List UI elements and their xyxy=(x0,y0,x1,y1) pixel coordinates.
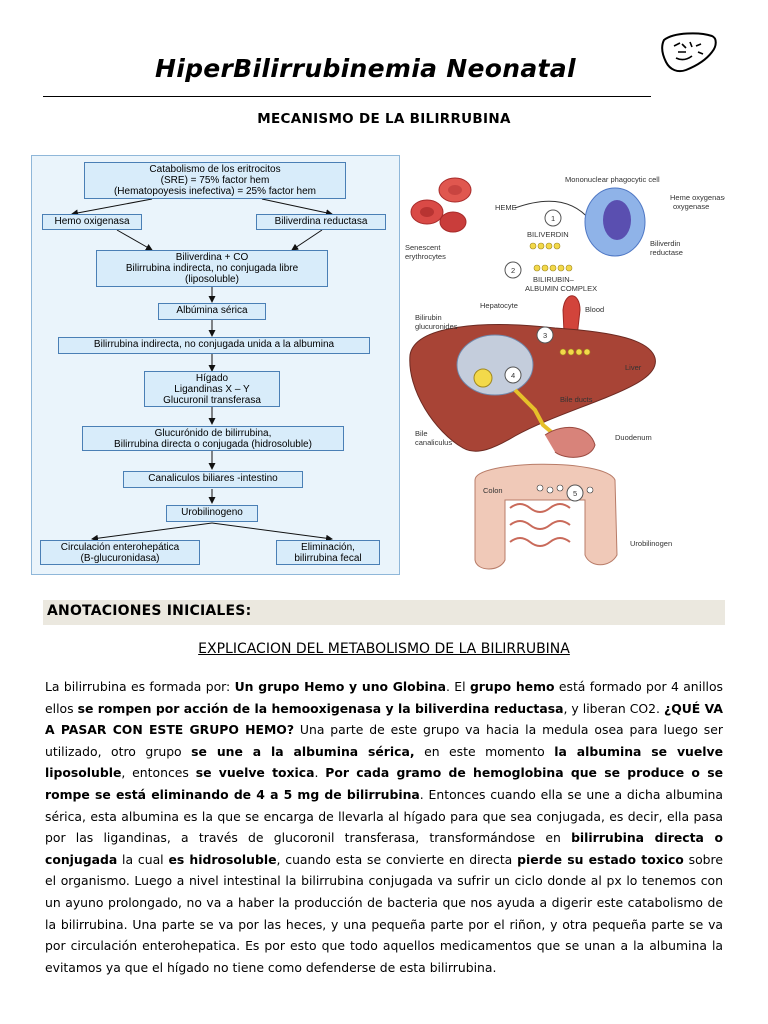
label-bilirubin-glucuronides-2: glucuronides xyxy=(415,322,458,331)
flow-box-urobilinogen: Urobilinogeno xyxy=(166,505,258,522)
flow-text: Bilirrubina directa o conjugada (hidroso… xyxy=(85,439,341,450)
flow-text: Ligandinas X – Y xyxy=(147,384,277,395)
label-senescent: Senescent xyxy=(405,243,441,252)
title-underline xyxy=(43,96,651,97)
bold-run: se une a la albumina sérica, xyxy=(191,744,414,759)
label-blood: Blood xyxy=(585,305,604,314)
label-complex: BILIRUBIN– xyxy=(533,275,575,284)
flow-text: (Hematopoyesis inefectiva) = 25% factor … xyxy=(87,186,343,197)
flow-box-enterohepatic: Circulación enterohepática (B-glucuronid… xyxy=(40,540,200,565)
label-hepatocyte: Hepatocyte xyxy=(480,301,518,310)
bilirubin-flowchart: Catabolismo de los eritrocitos (SRE) = 7… xyxy=(31,155,400,575)
text-run: . xyxy=(314,765,325,780)
flow-box-serum-albumin: Albúmina sérica xyxy=(158,303,266,320)
section-heading: EXPLICACION DEL METABOLISMO DE LA BILIRR… xyxy=(0,641,768,657)
label-complex-2: ALBUMIN COMPLEX xyxy=(525,284,597,293)
flow-text: Biliverdina reductasa xyxy=(259,216,383,227)
flow-box-biliverdin-co: Biliverdina + CO Bilirrubina indirecta, … xyxy=(96,250,328,287)
flow-box-glucuronide: Glucurónido de bilirrubina, Bilirrubina … xyxy=(82,426,344,451)
label-erythrocytes: erythrocytes xyxy=(405,252,446,261)
flow-box-biliverdin-reductase: Biliverdina reductasa xyxy=(256,214,386,230)
bold-run: es hidrosoluble xyxy=(168,852,276,867)
flow-box-bound-bilirubin: Bilirrubina indirecta, no conjugada unid… xyxy=(58,337,370,354)
bold-run: Un grupo Hemo y uno Globina xyxy=(235,679,446,694)
flow-text: Glucurónido de bilirrubina, xyxy=(85,428,341,439)
flow-text: Biliverdina + CO xyxy=(99,252,325,263)
label-duodenum: Duodenum xyxy=(615,433,652,442)
text-run: , entonces xyxy=(121,765,195,780)
diagram-heading: MECANISMO DE LA BILIRRUBINA xyxy=(0,111,768,127)
flow-text: Circulación enterohepática xyxy=(43,542,197,553)
step-3: 3 xyxy=(543,331,547,340)
flow-box-elimination: Eliminación, bilirrubina fecal xyxy=(276,540,380,565)
label-heme: HEME xyxy=(495,203,517,212)
bilirubin-pathway-illustration: Senescent erythrocytes HEME 1 BILIVERDIN… xyxy=(405,160,725,572)
flow-text: Urobilinogeno xyxy=(169,507,255,518)
annotations-banner: ANOTACIONES INICIALES: xyxy=(43,600,725,625)
flow-text: Catabolismo de los eritrocitos xyxy=(87,164,343,175)
flow-text: Hígado xyxy=(147,373,277,384)
liver-doodle-icon xyxy=(660,30,718,76)
body-paragraph: La bilirrubina es formada por: Un grupo … xyxy=(45,676,723,978)
label-liver: Liver xyxy=(625,363,642,372)
label-mononuclear-cell: Mononuclear phagocytic cell xyxy=(565,175,660,184)
flow-text: (B-glucuronidasa) xyxy=(43,553,197,564)
label-biliverdin-reductase: Biliverdin xyxy=(650,239,680,248)
label-heme-oxygenase: Heme oxygenase xyxy=(670,193,725,202)
flow-box-liver: Hígado Ligandinas X – Y Glucuronil trans… xyxy=(144,371,280,407)
label-bilirubin-glucuronides: Bilirubin xyxy=(415,313,442,322)
flow-text: (liposoluble) xyxy=(99,274,325,285)
flow-text: Hemo oxigenasa xyxy=(45,216,139,227)
flow-box-canaliculi: Canaliculos biliares -intestino xyxy=(123,471,303,488)
flow-text: Albúmina sérica xyxy=(161,305,263,316)
text-run: , y liberan CO2. xyxy=(563,701,664,716)
flow-text: (SRE) = 75% factor hem xyxy=(87,175,343,186)
step-1: 1 xyxy=(551,214,555,223)
label-colon: Colon xyxy=(483,486,503,495)
label-bile-canaliculus: Bile xyxy=(415,429,428,438)
flow-text: Bilirrubina indirecta, no conjugada unid… xyxy=(61,339,367,350)
bold-run: se rompen por acción de la hemooxigenasa… xyxy=(78,701,564,716)
label-bile-ducts: Bile ducts xyxy=(560,395,593,404)
bold-run: se vuelve toxica xyxy=(196,765,315,780)
bold-run: grupo hemo xyxy=(470,679,555,694)
flow-box-heme-oxygenase: Hemo oxigenasa xyxy=(42,214,142,230)
erythrocyte-icons xyxy=(411,178,471,232)
bold-run: pierde su estado toxico xyxy=(517,852,684,867)
page-title: HiperBilirrubinemia Neonatal xyxy=(155,54,576,83)
flow-text: Glucuronil transferasa xyxy=(147,395,277,406)
banner-title: ANOTACIONES INICIALES: xyxy=(47,603,251,619)
label-biliverdin: BILIVERDIN xyxy=(527,230,569,239)
step-2: 2 xyxy=(511,266,515,275)
text-run: sobre el organismo. Luego a nivel intest… xyxy=(45,852,723,975)
flow-box-catabolism: Catabolismo de los eritrocitos (SRE) = 7… xyxy=(84,162,346,199)
flow-text: Bilirrubina indirecta, no conjugada libr… xyxy=(99,263,325,274)
flow-text: bilirrubina fecal xyxy=(279,553,377,564)
label-bile-canaliculus-2: canaliculus xyxy=(415,438,452,447)
step-4: 4 xyxy=(511,371,515,380)
label-urobilinogen: Urobilinogen xyxy=(630,539,672,548)
flow-text: Canaliculos biliares -intestino xyxy=(126,473,300,484)
text-run: en este momento xyxy=(415,744,555,759)
text-run: La bilirrubina es formada por: xyxy=(45,679,235,694)
step-5: 5 xyxy=(573,489,577,498)
flow-text: Eliminación, xyxy=(279,542,377,553)
label-heme-oxygenase-2: oxygenase xyxy=(673,202,709,211)
text-run: la cual xyxy=(117,852,168,867)
text-run: , cuando esta se convierte en directa xyxy=(276,852,517,867)
label-biliverdin-reductase-2: reductase xyxy=(650,248,683,257)
text-run: . El xyxy=(446,679,470,694)
